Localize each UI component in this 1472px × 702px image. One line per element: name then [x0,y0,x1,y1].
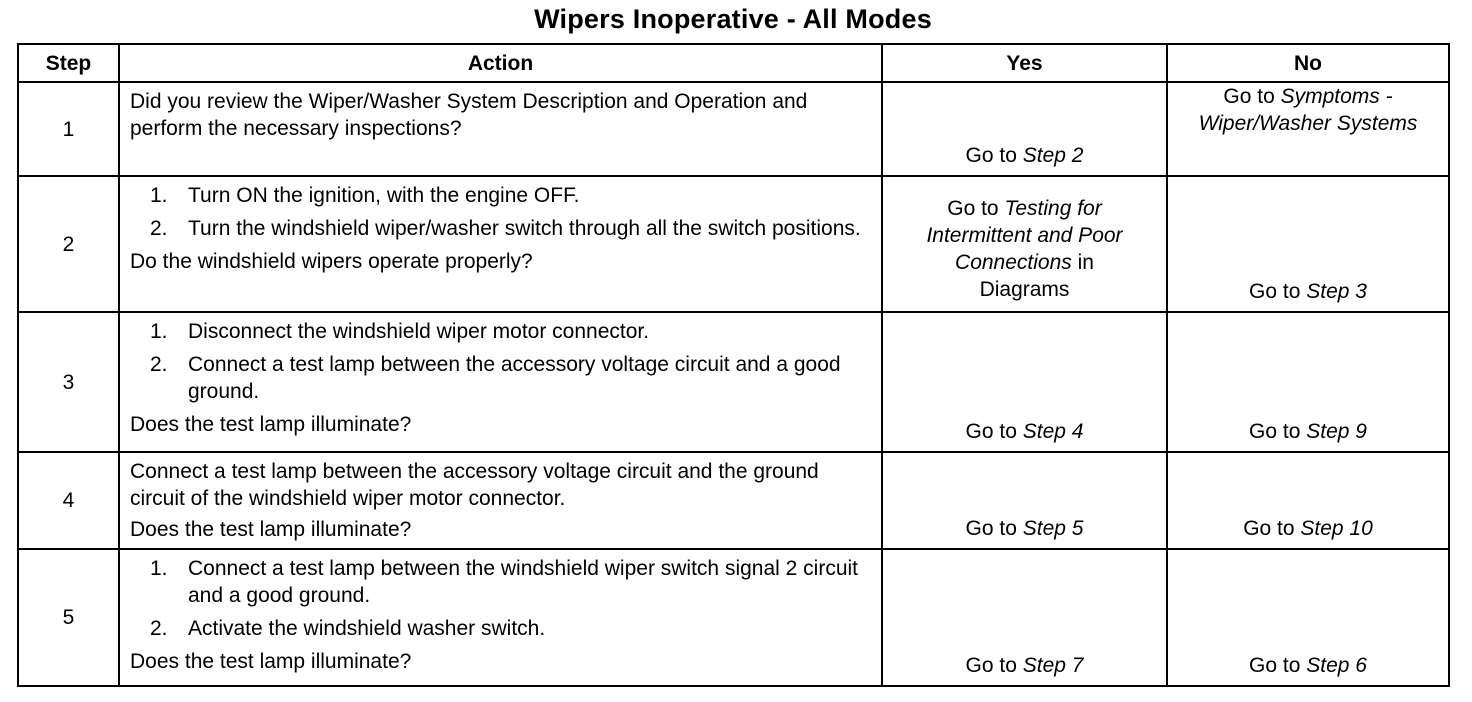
diagnostic-table: Step Action Yes No 1 Did you review the … [17,43,1450,687]
table-row: 2 1. Turn ON the ignition, with the engi… [17,175,1450,313]
no-cell: Go to Step 3 [1166,175,1450,313]
table-row: 4 Connect a test lamp between the access… [17,451,1450,550]
action-cell: Connect a test lamp between the accessor… [118,451,883,550]
item-number: 2. [150,353,168,376]
item-number: 2. [150,617,168,640]
yes-cell: Go to Testing for Intermittent and Poor … [881,175,1168,313]
table-row: 5 1. Connect a test lamp between the win… [17,548,1450,687]
item-text: Activate the windshield washer switch. [188,617,546,640]
question-text: Does the test lamp illuminate? [130,650,412,673]
action-cell: 1. Turn ON the ignition, with the engine… [118,175,883,313]
no-ref: Symptoms - Wiper/Washer Systems [1198,85,1418,135]
action-text: Did you review the Wiper/Washer System D… [130,90,808,140]
action-text: Connect a test lamp between the accessor… [130,460,819,510]
yes-prefix: Go to [965,517,1023,540]
step-number: 2 [17,175,120,313]
no-ref: Step 6 [1306,654,1367,677]
yes-cell: Go to Step 4 [881,311,1168,453]
step-number: 1 [17,81,120,177]
question-text: Do the windshield wipers operate properl… [130,250,533,273]
no-prefix: Go to [1243,517,1301,540]
yes-cell: Go to Step 2 [881,81,1168,177]
yes-prefix: Go to [947,197,1005,220]
no-ref: Step 3 [1306,280,1367,303]
header-no: No [1166,43,1450,83]
no-ref: Step 9 [1306,420,1367,443]
no-prefix: Go to [1223,85,1281,108]
item-number: 1. [150,557,168,580]
table-row: 1 Did you review the Wiper/Washer System… [17,81,1450,177]
list-item: 2. Activate the windshield washer switch… [150,615,871,642]
question-text: Does the test lamp illuminate? [130,413,412,436]
no-prefix: Go to [1249,654,1307,677]
no-cell: Go to Step 6 [1166,548,1450,687]
no-prefix: Go to [1249,280,1307,303]
no-ref: Step 10 [1300,517,1373,540]
item-number: 2. [150,217,168,240]
item-text: Connect a test lamp between the accessor… [188,353,841,403]
table-row: 3 1. Disconnect the windshield wiper mot… [17,311,1450,453]
header-step: Step [17,43,120,83]
yes-ref: Step 7 [1022,654,1084,677]
question-text: Does the test lamp illuminate? [130,518,412,541]
no-cell: Go to Step 9 [1166,311,1450,453]
step-number: 5 [17,548,120,687]
item-text: Disconnect the windshield wiper motor co… [188,320,650,343]
yes-suffix: in Diagrams [979,251,1094,301]
yes-prefix: Go to [965,654,1023,677]
yes-prefix: Go to [965,420,1023,443]
list-item: 1. Connect a test lamp between the winds… [150,555,871,609]
list-item: 1. Turn ON the ignition, with the engine… [150,182,871,209]
yes-ref: Step 5 [1022,517,1084,540]
step-number: 3 [17,311,120,453]
no-prefix: Go to [1249,420,1307,443]
list-item: 1. Disconnect the windshield wiper motor… [150,318,871,345]
action-cell: 1. Disconnect the windshield wiper motor… [118,311,883,453]
item-text: Connect a test lamp between the windshie… [188,557,859,607]
step-number: 4 [17,451,120,550]
list-item: 2. Turn the windshield wiper/washer swit… [150,215,871,242]
item-number: 1. [150,184,168,207]
yes-ref: Step 2 [1022,144,1084,167]
action-cell: Did you review the Wiper/Washer System D… [118,81,883,177]
yes-cell: Go to Step 7 [881,548,1168,687]
yes-ref: Testing for Intermittent and Poor Connec… [926,197,1123,274]
page-title: Wipers Inoperative - All Modes [534,4,932,34]
table-header-row: Step Action Yes No [17,43,1450,83]
yes-cell: Go to Step 5 [881,451,1168,550]
yes-prefix: Go to [965,144,1023,167]
action-cell: 1. Connect a test lamp between the winds… [118,548,883,687]
yes-ref: Step 4 [1022,420,1084,443]
item-text: Turn the windshield wiper/washer switch … [188,217,861,240]
header-yes: Yes [881,43,1168,83]
no-cell: Go to Step 10 [1166,451,1450,550]
item-number: 1. [150,320,168,343]
header-action: Action [118,43,883,83]
no-cell: Go to Symptoms - Wiper/Washer Systems [1166,81,1450,177]
item-text: Turn ON the ignition, with the engine OF… [188,184,580,207]
list-item: 2. Connect a test lamp between the acces… [150,351,871,405]
